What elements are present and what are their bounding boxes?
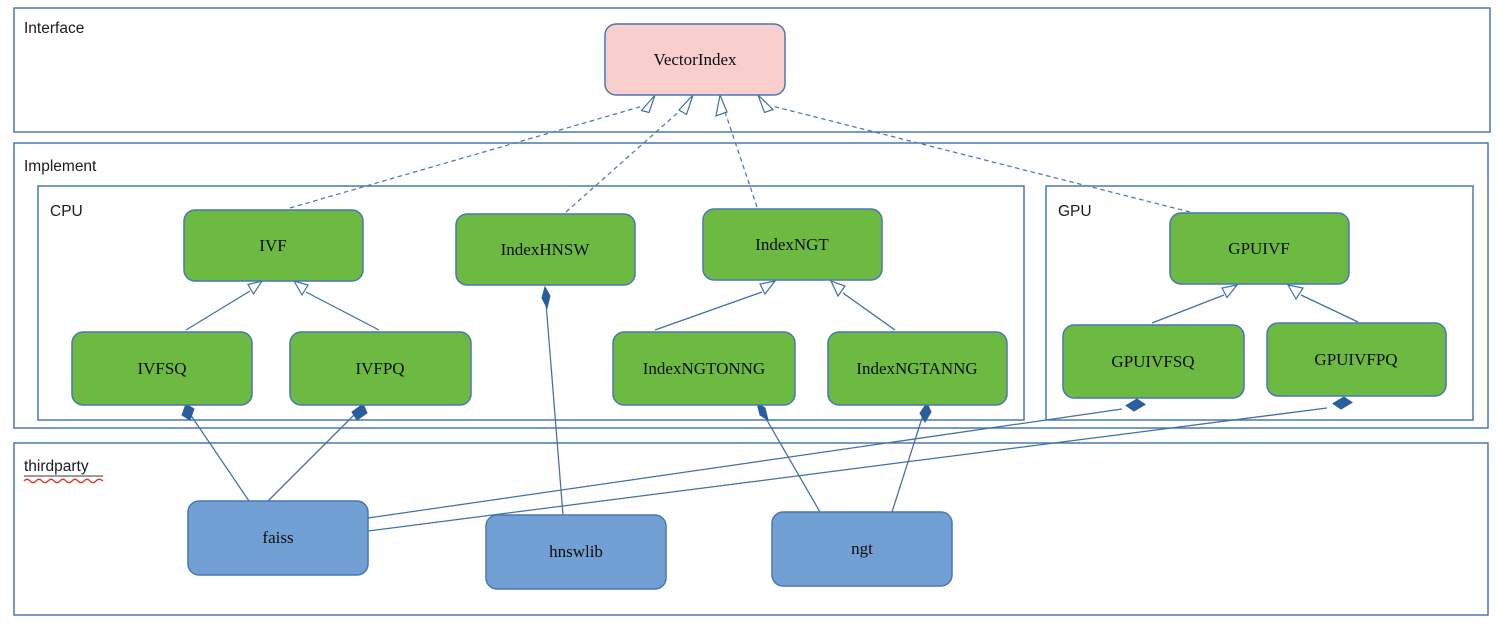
node-gpuivfsq-rect[interactable] (1062, 324, 1245, 399)
edge-ivfpq-to-ivf (292, 280, 380, 331)
container-interface-label: Interface (24, 20, 84, 37)
edge-indexngtonng-to-indexngt (654, 280, 777, 331)
container-thirdparty-label: thirdparty (24, 458, 89, 475)
node-gpuivf-label: GPUIVF (1228, 239, 1289, 258)
node-ivfpq-label: IVFPQ (355, 359, 404, 378)
node-indexngtonng-label: IndexNGTONNG (643, 359, 765, 378)
node-ivfsq-rect[interactable] (71, 331, 253, 406)
node-indexngtonng-rect[interactable] (612, 331, 796, 406)
edge-gpuivf-to-vectorindex (757, 94, 1191, 213)
edge-faiss-to-ivfpq (267, 403, 368, 502)
node-indexhnsw-label: IndexHNSW (501, 240, 591, 259)
node-faiss-rect[interactable] (187, 500, 369, 576)
node-vectorindex-rect[interactable] (604, 23, 786, 96)
node-hnswlib-rect[interactable] (485, 514, 667, 590)
container-cpu-label: CPU (50, 203, 83, 220)
node-gpuivf[interactable]: GPUIVF (1169, 212, 1350, 285)
edge-gpuivfsq-to-gpuivf (1151, 284, 1239, 324)
container-implement-label: Implement (24, 158, 97, 175)
node-vectorindex-label: VectorIndex (653, 50, 737, 69)
edge-faiss-to-gpuivfpq (367, 396, 1353, 532)
edge-indexhnsw-to-vectorindex (565, 94, 694, 213)
node-indexngt-rect[interactable] (702, 208, 883, 281)
container-gpu-label: GPU (1058, 203, 1092, 220)
node-vectorindex[interactable]: VectorIndex (604, 23, 786, 96)
node-faiss-label: faiss (262, 528, 293, 547)
edge-group-compositions (181, 285, 1353, 532)
node-indexngtanng-rect[interactable] (827, 331, 1008, 406)
node-gpuivf-rect[interactable] (1169, 212, 1350, 285)
node-gpuivfpq-rect[interactable] (1266, 322, 1447, 397)
node-indexngt-label: IndexNGT (755, 235, 829, 254)
node-ngt[interactable]: ngt (771, 511, 953, 587)
edge-hnswlib-to-indexhnsw (541, 285, 564, 516)
node-ivf-label: IVF (259, 236, 286, 255)
node-indexngt[interactable]: IndexNGT (702, 208, 883, 281)
edge-ivfsq-to-ivf (185, 280, 264, 331)
node-indexngtonng[interactable]: IndexNGTONNG (612, 331, 796, 406)
node-gpuivfpq[interactable]: GPUIVFPQ (1266, 322, 1447, 397)
node-ngt-rect[interactable] (771, 511, 953, 587)
node-ivfpq-rect[interactable] (289, 331, 472, 406)
node-ivfsq[interactable]: IVFSQ (71, 331, 253, 406)
edge-indexngtanng-to-indexngt (829, 279, 896, 331)
node-ivf-rect[interactable] (183, 209, 364, 282)
node-ivf[interactable]: IVF (183, 209, 364, 282)
edge-ngt-to-indexngtanng (891, 401, 932, 513)
edge-faiss-to-gpuivfsq (367, 398, 1146, 519)
node-gpuivfsq[interactable]: GPUIVFSQ (1062, 324, 1245, 399)
edge-ivf-to-vectorindex (289, 94, 656, 209)
edge-ngt-to-indexngtonng (756, 401, 821, 513)
spellcheck-squiggle-icon (23, 478, 104, 484)
node-indexngtanng-label: IndexNGTANNG (856, 359, 977, 378)
node-ngt-label: ngt (851, 539, 873, 558)
edge-group-interface-generalizations (289, 92, 1191, 213)
node-indexngtanng[interactable]: IndexNGTANNG (827, 331, 1008, 406)
node-indexhnsw-rect[interactable] (455, 213, 636, 286)
node-indexhnsw[interactable]: IndexHNSW (455, 213, 636, 286)
node-gpuivfpq-label: GPUIVFPQ (1314, 350, 1397, 369)
node-hnswlib[interactable]: hnswlib (485, 514, 667, 590)
node-faiss[interactable]: faiss (187, 500, 369, 576)
edge-faiss-to-ivfsq (181, 403, 250, 502)
node-ivfpq[interactable]: IVFPQ (289, 331, 472, 406)
edge-indexngt-to-vectorindex (715, 92, 758, 208)
edge-group-solid-generalizations (185, 279, 1359, 331)
node-ivfsq-label: IVFSQ (137, 359, 186, 378)
edge-gpuivfpq-to-gpuivf (1286, 284, 1359, 323)
node-hnswlib-label: hnswlib (549, 542, 603, 561)
node-gpuivfsq-label: GPUIVFSQ (1111, 352, 1194, 371)
